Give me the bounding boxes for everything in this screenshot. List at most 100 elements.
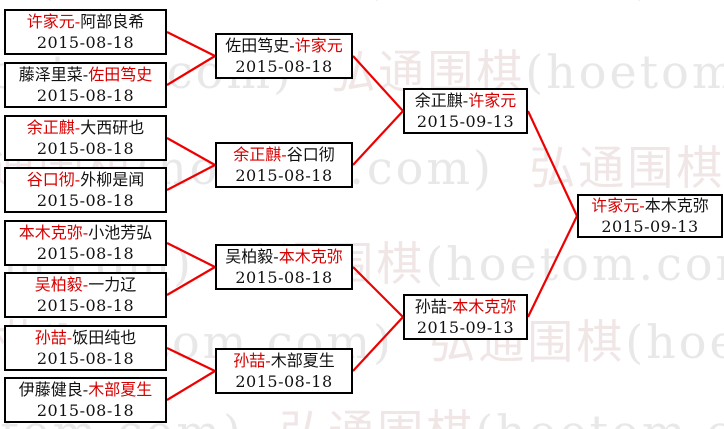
player-separator: -	[265, 351, 271, 370]
connector-line	[352, 266, 404, 318]
player-left: 谷口彻	[26, 170, 75, 189]
player-right: 阿部良希	[80, 12, 145, 31]
player-separator: -	[462, 91, 469, 110]
connector-line	[527, 215, 578, 318]
match-date: 2015-08-18	[36, 191, 135, 210]
match-players: 藤泽里菜-佐田笃史	[19, 64, 152, 85]
player-right: 本木克弥	[644, 196, 709, 215]
connector-line	[527, 110, 578, 217]
match-players: 许家元-阿部良希	[27, 11, 144, 32]
player-left: 许家元	[591, 196, 640, 215]
connector-line	[166, 55, 216, 86]
match-players: 吴柏毅-一力辽	[35, 274, 136, 295]
match-players: 许家元-本木克弥	[591, 195, 708, 216]
player-left: 吴柏毅	[225, 247, 274, 266]
player-separator: -	[82, 275, 89, 294]
match-players: 孙喆-本木克弥	[415, 296, 516, 317]
match-box-round2-1: 佐田笃史-许家元 2015-08-18	[215, 33, 353, 79]
connector-line	[352, 110, 404, 166]
match-date: 2015-08-18	[36, 86, 135, 105]
match-box-round1-3: 余正麒-大西研也 2015-08-18	[4, 115, 167, 161]
player-left: 本木克弥	[18, 223, 83, 242]
player-separator: -	[289, 36, 295, 55]
player-left: 余正麒	[26, 118, 75, 137]
connector-line	[166, 370, 216, 401]
player-left: 吴柏毅	[34, 275, 83, 294]
connector-line	[352, 55, 404, 112]
match-date: 2015-08-18	[36, 296, 135, 315]
match-date: 2015-09-13	[416, 318, 515, 337]
player-right: 一力辽	[88, 275, 137, 294]
player-separator: -	[74, 12, 81, 31]
player-right: 小池芳弘	[88, 223, 153, 242]
match-date: 2015-08-18	[235, 268, 333, 287]
player-right: 外柳是闻	[80, 170, 145, 189]
player-left: 孙喆	[233, 351, 266, 370]
player-separator: -	[74, 118, 81, 137]
player-right: 大西研也	[80, 118, 145, 137]
connector-line	[166, 164, 216, 191]
connector-line	[166, 31, 216, 57]
player-separator: -	[446, 297, 453, 316]
player-separator: -	[82, 380, 89, 399]
player-left: 余正麒	[233, 145, 282, 164]
player-right: 本木克弥	[278, 247, 343, 266]
match-date: 2015-08-18	[36, 33, 135, 52]
match-players: 谷口彻-外柳是闻	[27, 169, 144, 190]
match-date: 2015-08-18	[235, 57, 333, 76]
player-left: 佐田笃史	[225, 36, 290, 55]
match-date: 2015-09-13	[601, 217, 699, 236]
player-separator: -	[74, 170, 81, 189]
match-date: 2015-09-13	[416, 112, 515, 131]
connector-line	[166, 347, 216, 372]
player-right: 本木克弥	[452, 297, 517, 316]
player-left: 伊藤健良	[18, 380, 83, 399]
player-separator: -	[82, 223, 89, 242]
match-date: 2015-08-18	[235, 166, 333, 185]
connector-line	[166, 242, 216, 268]
match-players: 本木克弥-小池芳弘	[19, 222, 152, 243]
player-right: 谷口彻	[286, 145, 335, 164]
match-players: 孙喆-木部夏生	[233, 350, 334, 371]
player-right: 许家元	[468, 91, 517, 110]
player-separator: -	[66, 328, 73, 347]
player-separator: -	[82, 65, 89, 84]
player-left: 余正麒	[414, 91, 463, 110]
player-left: 许家元	[26, 12, 75, 31]
match-players: 吴柏毅-本木克弥	[225, 246, 342, 267]
player-right: 许家元	[294, 36, 343, 55]
player-right: 佐田笃史	[88, 65, 153, 84]
match-players: 余正麒-许家元	[415, 90, 516, 111]
player-separator: -	[639, 196, 645, 215]
connector-line	[166, 266, 216, 296]
connector-line	[352, 316, 404, 372]
player-right: 饭田纯也	[72, 328, 137, 347]
player-left: 孙喆	[414, 297, 447, 316]
match-box-round1-8: 伊藤健良-木部夏生 2015-08-18	[4, 377, 167, 423]
player-left: 孙喆	[34, 328, 67, 347]
match-players: 余正麒-谷口彻	[233, 144, 334, 165]
match-date: 2015-08-18	[36, 401, 135, 420]
match-date: 2015-08-18	[36, 244, 135, 263]
player-separator: -	[281, 145, 287, 164]
player-right: 木部夏生	[88, 380, 153, 399]
connector-line	[166, 137, 216, 166]
player-separator: -	[273, 247, 279, 266]
match-players: 孙喆-饭田纯也	[35, 327, 136, 348]
match-date: 2015-08-18	[36, 349, 135, 368]
match-date: 2015-08-18	[235, 372, 333, 391]
match-date: 2015-08-18	[36, 139, 135, 158]
